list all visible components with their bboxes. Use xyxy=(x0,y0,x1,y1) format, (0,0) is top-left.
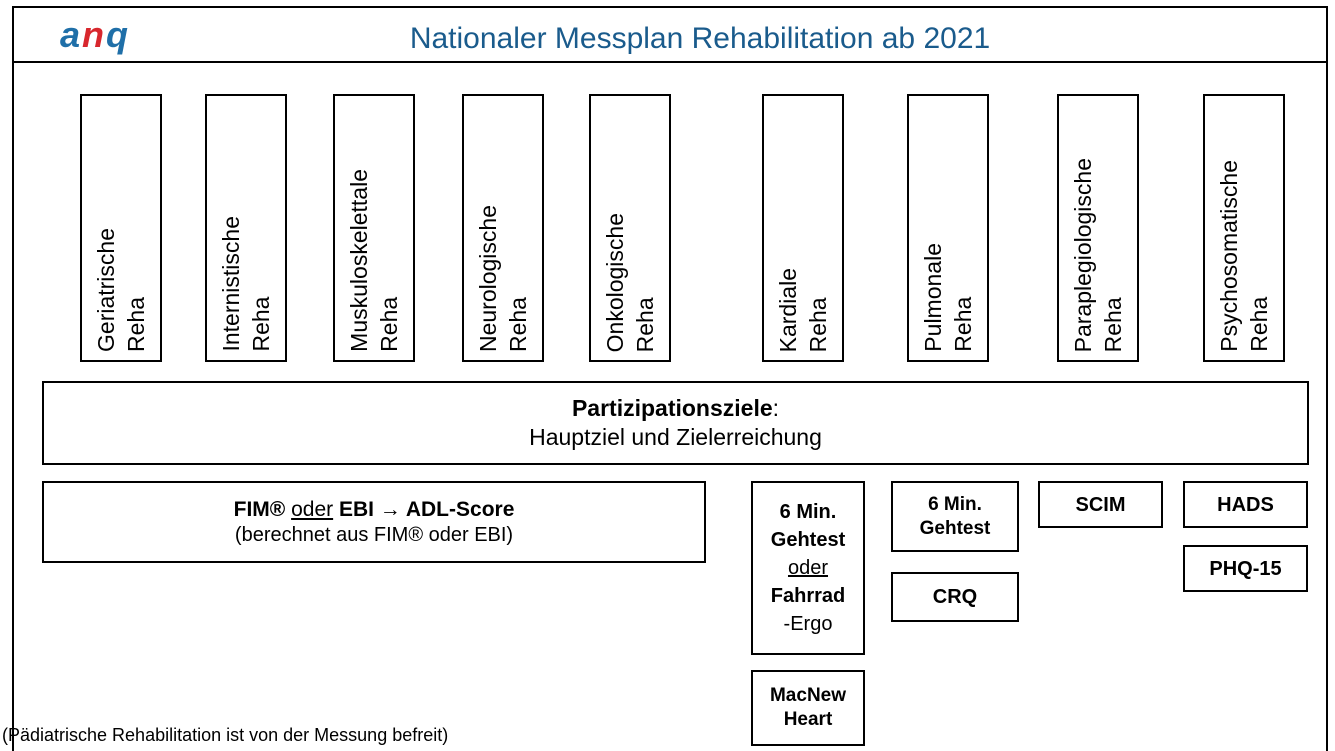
specialty-paraplegic: Paraplegiologische Reha xyxy=(1057,94,1139,362)
footnote: (Pädiatrische Rehabilitation ist von der… xyxy=(2,725,449,745)
specialty-cardiac: Kardiale Reha xyxy=(762,94,844,362)
specialty-psychosomatic: Psychosomatische Reha xyxy=(1203,94,1285,362)
specialty-label: Onkologische xyxy=(602,212,628,352)
specialty-internal: Internistische Reha xyxy=(205,94,287,362)
anq-logo: anq xyxy=(60,14,131,55)
pulmonary-walk-test-box: 6 Min. Gehtest xyxy=(891,481,1019,552)
hads-box: HADS xyxy=(1183,481,1308,528)
page-title: Nationaler Messplan Rehabilitation ab 20… xyxy=(409,22,991,55)
header-bar: anq Nationaler Messplan Rehabilitation a… xyxy=(12,6,1328,63)
cardiac-walk-test-box: 6 Min. Gehtest oder Fahrrad -Ergo xyxy=(751,481,865,655)
specialty-label: Kardiale xyxy=(775,267,801,352)
participation-title: Partizipationsziele xyxy=(571,395,773,421)
specialty-label: Pulmonale xyxy=(920,243,946,352)
phq15-box: PHQ-15 xyxy=(1183,545,1308,592)
specialty-oncological: Onkologische Reha xyxy=(589,94,671,362)
specialty-label: Paraplegiologische xyxy=(1070,157,1096,352)
specialty-label: Geriatrische xyxy=(93,228,119,352)
specialty-geriatric: Geriatrische Reha xyxy=(80,94,162,362)
adl-score-box: FIM® oder EBI → ADL-Score (berechnet aus… xyxy=(42,481,706,563)
participation-subtitle: Hauptziel und Zielerreichung xyxy=(529,424,822,450)
specialty-pulmonary: Pulmonale Reha xyxy=(907,94,989,362)
specialty-label: Internistische xyxy=(218,216,244,352)
specialty-label: Muskuloskelettale xyxy=(346,169,372,352)
adl-score-note: (berechnet aus FIM® oder EBI) xyxy=(234,523,514,546)
scim-box: SCIM xyxy=(1038,481,1163,528)
participation-goals-box: Partizipationsziele: Hauptziel und Ziele… xyxy=(42,381,1309,465)
specialty-musculoskeletal: Muskuloskelettale Reha xyxy=(333,94,415,362)
specialty-label: Psychosomatische xyxy=(1216,160,1242,352)
macnew-heart-box: MacNew Heart xyxy=(751,670,865,746)
crq-box: CRQ xyxy=(891,572,1019,622)
specialty-label: Neurologische xyxy=(475,204,501,352)
specialty-neurological: Neurologische Reha xyxy=(462,94,544,362)
